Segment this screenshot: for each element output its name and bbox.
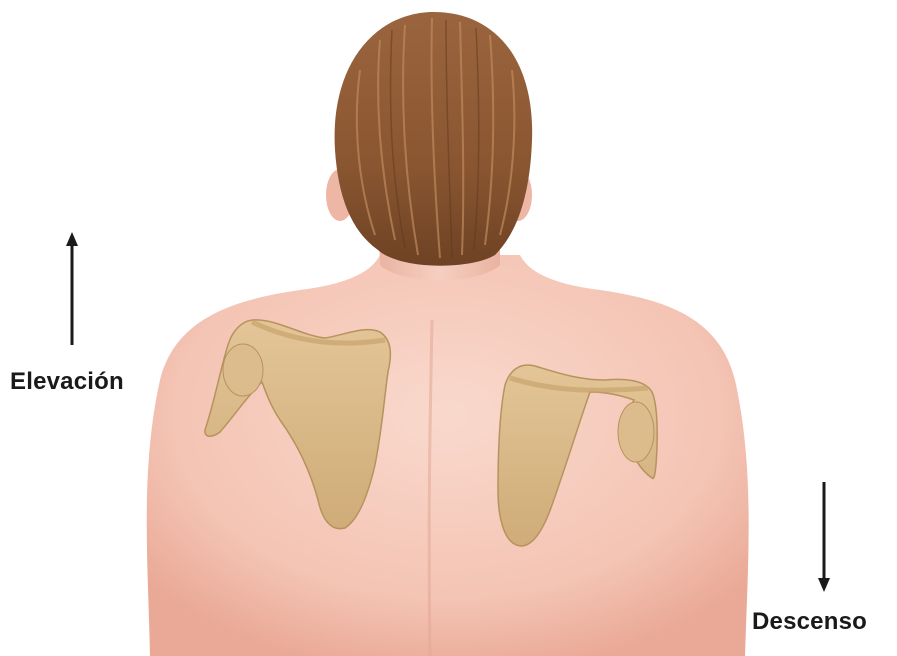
elevation-label: Elevación (10, 368, 124, 396)
arrow-up-icon (66, 232, 78, 345)
arrow-down-icon (818, 482, 830, 592)
torso (147, 255, 749, 656)
depression-label: Descenso (752, 608, 867, 636)
